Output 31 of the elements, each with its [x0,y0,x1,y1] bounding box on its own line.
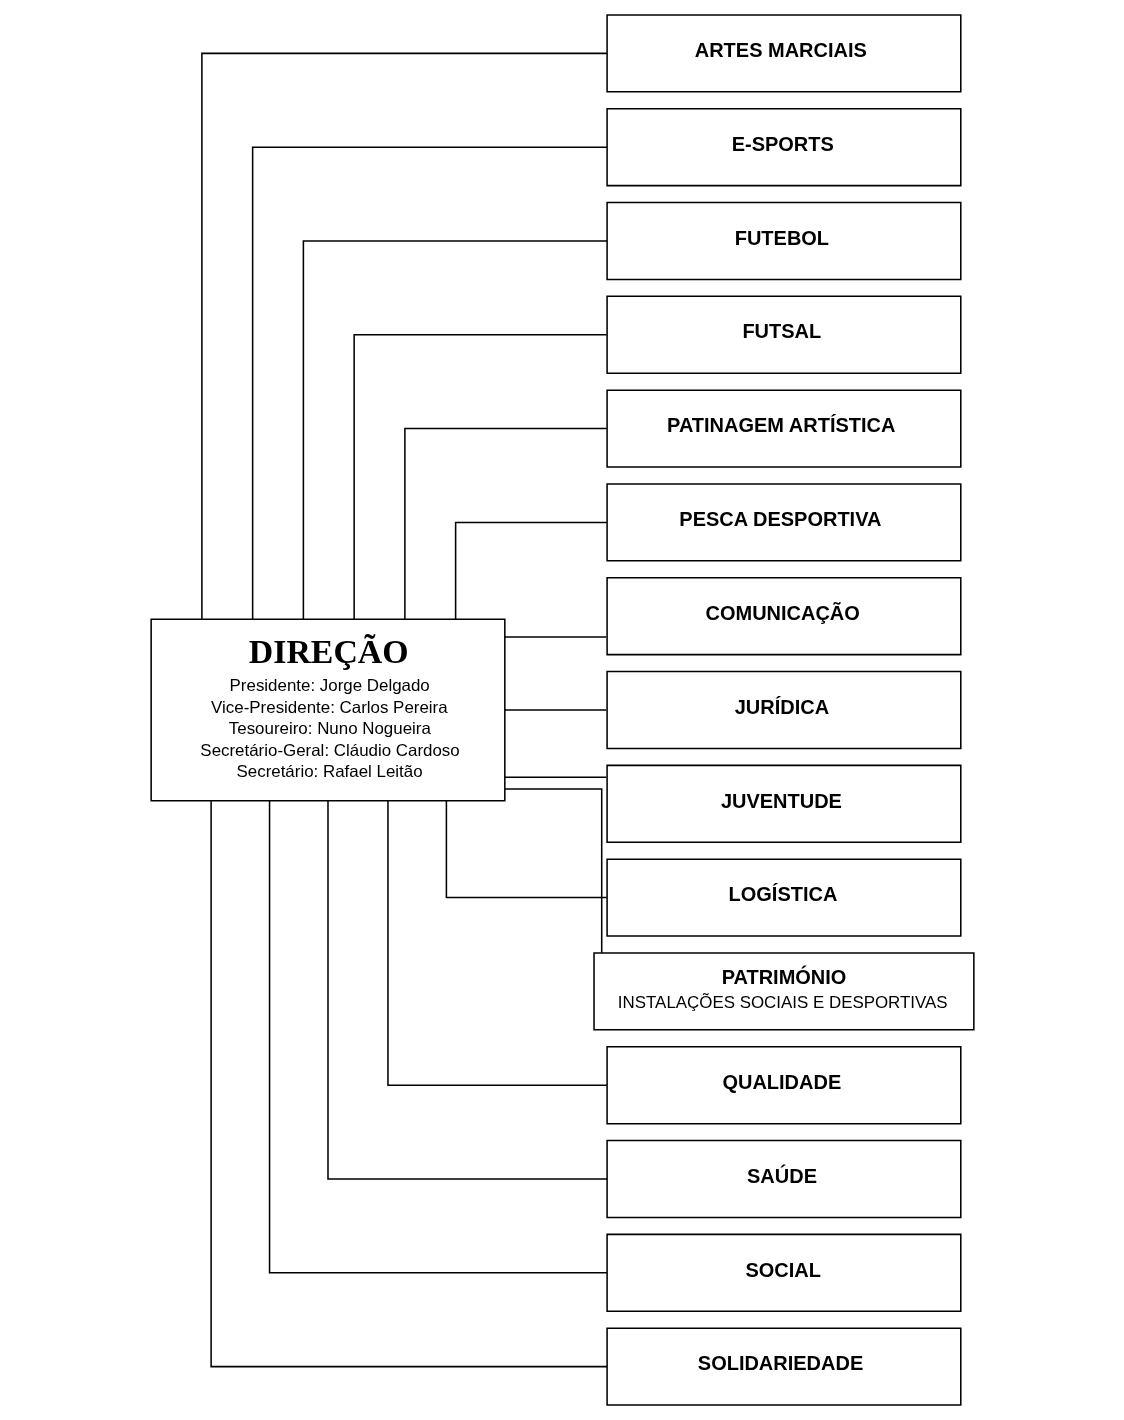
node-box: SOCIAL [605,1233,962,1313]
connector [503,709,607,711]
connector [454,521,608,620]
connector [503,776,607,778]
connector [445,800,608,899]
connector [209,800,608,1368]
node-box: PATINAGEM ARTÍSTICA [605,389,962,468]
node-box: SOLIDARIEDADE [605,1327,962,1406]
node-box: FUTEBOL [605,201,962,281]
node-box: E-SPORTS [605,107,962,187]
connector [503,636,607,638]
node-box: COMUNICAÇÃO [605,577,962,656]
connector [326,800,608,1180]
node-box: PATRIMÓNIO INSTALAÇÕES SOCIAIS E DESPORTIVAS [592,952,975,1031]
node-box: JUVENTUDE [605,764,962,843]
node-box: ARTES MARCIAIS [605,14,962,93]
connector [251,146,608,620]
connector [403,427,607,620]
node-box: QUALIDADE [605,1046,962,1125]
node-box: SAÚDE [605,1139,962,1219]
connector [268,800,608,1274]
node-box: PESCA DESPORTIVA [605,483,962,562]
connector [200,52,608,620]
connector [386,800,608,1086]
node-box: FUTSAL [605,295,962,374]
connector [302,240,608,620]
connector [352,334,607,620]
node-box: LOGÍSTICA [605,858,962,937]
node-box: JURÍDICA [605,670,962,750]
node-box: DIREÇÃO Presidente: Jorge Delgado Vice-Presidente: Carlos Pereira Tesoureiro: Nuno Nogueira Secretário-Geral: Cláudio Cardoso Secretário: Rafael Leitão [149,618,506,802]
connector [503,788,602,954]
